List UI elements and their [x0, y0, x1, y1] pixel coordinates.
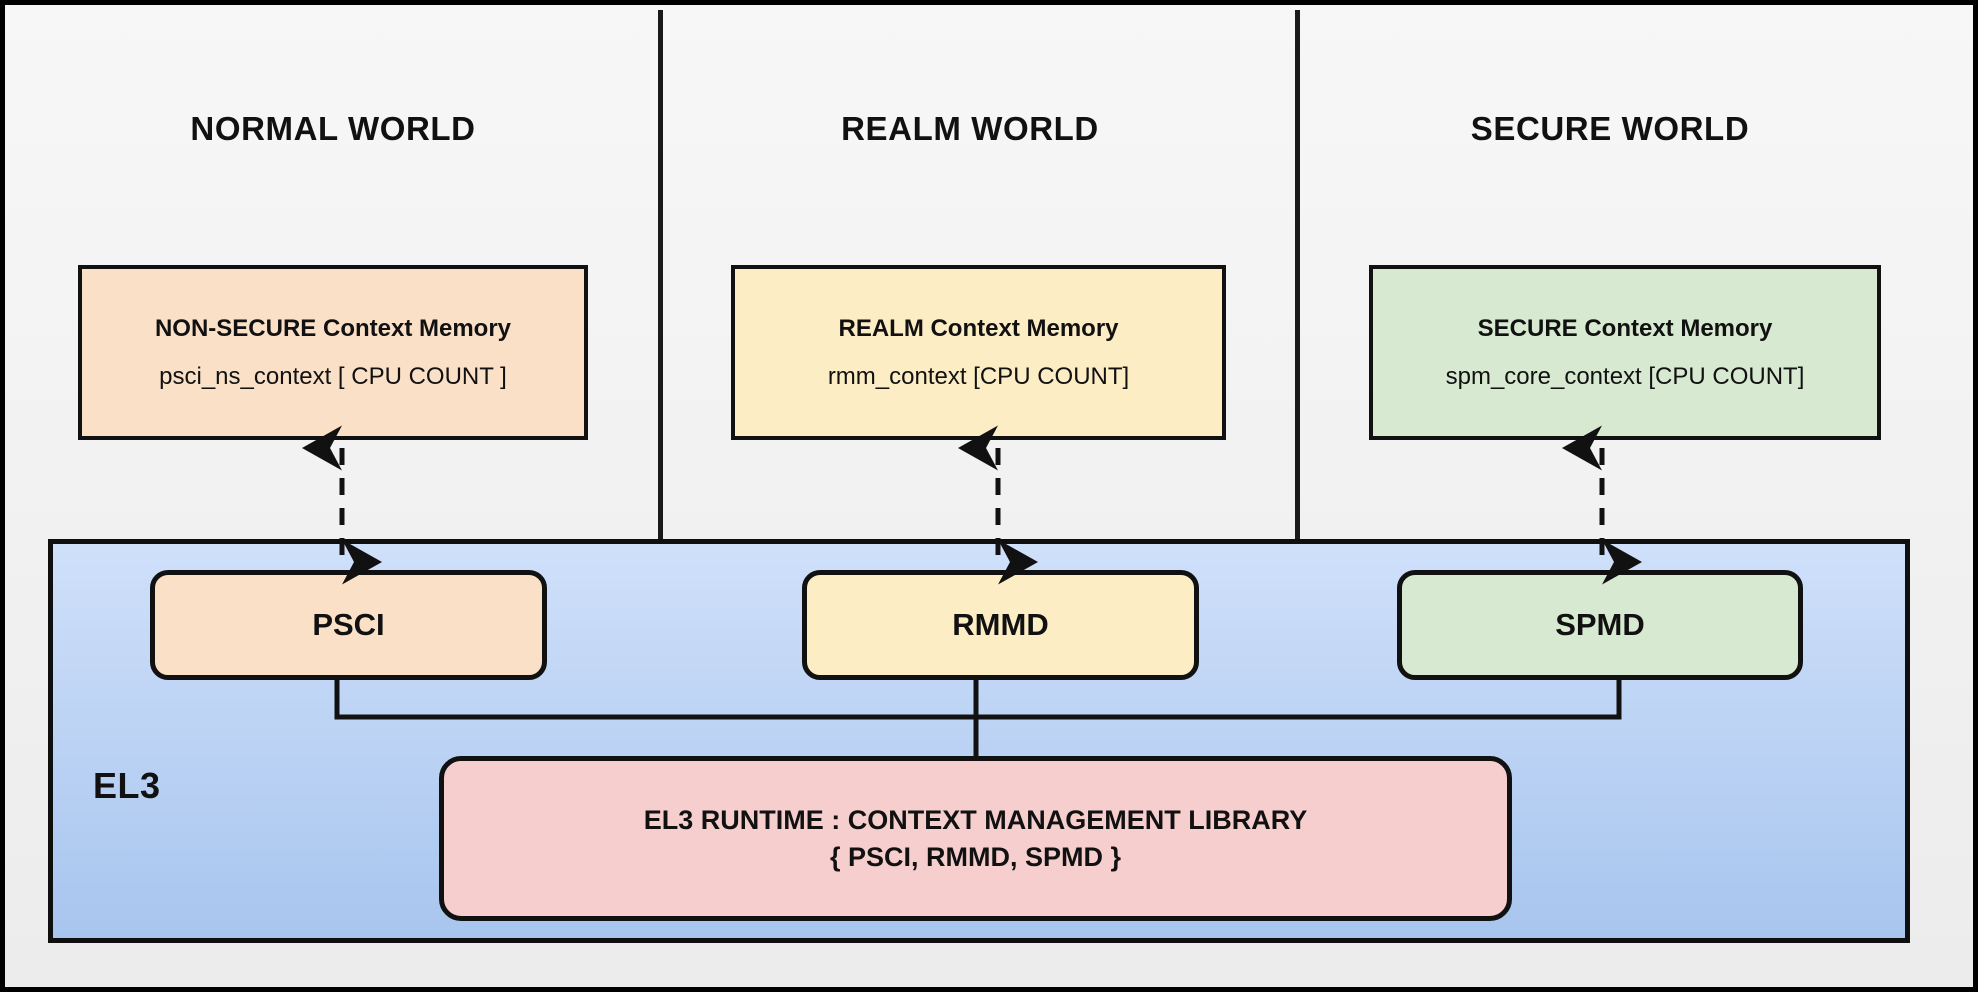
world-divider-realm-secure [1295, 10, 1300, 539]
context-memory-title-realm: REALM Context Memory [838, 314, 1119, 342]
world-title-realm: REALM WORLD [841, 110, 1099, 147]
world-divider-normal-realm [658, 10, 663, 539]
dispatcher-label-psci: PSCI [312, 607, 385, 642]
context-memory-subtitle-secure: spm_core_context [CPU COUNT] [1445, 362, 1805, 390]
runtime-library-line-1: EL3 RUNTIME : CONTEXT MANAGEMENT LIBRARY [643, 804, 1308, 835]
context-memory-title-non-secure: NON-SECURE Context Memory [154, 314, 512, 342]
dispatcher-label-rmmd: RMMD [952, 607, 1049, 642]
context-memory-box-secure[interactable]: SECURE Context Memory spm_core_context [… [1369, 265, 1881, 440]
context-memory-title-secure: SECURE Context Memory [1477, 314, 1773, 342]
dispatcher-box-rmmd[interactable]: RMMD [802, 570, 1199, 680]
dispatcher-label-spmd: SPMD [1555, 607, 1645, 642]
context-memory-subtitle-non-secure: psci_ns_context [ CPU COUNT ] [159, 362, 507, 390]
el3-label: EL3 [93, 765, 161, 806]
el3-runtime-library-box[interactable]: EL3 RUNTIME : CONTEXT MANAGEMENT LIBRARY… [439, 756, 1512, 921]
world-title-normal: NORMAL WORLD [190, 110, 476, 147]
context-memory-box-non-secure[interactable]: NON-SECURE Context Memory psci_ns_contex… [78, 265, 588, 440]
dispatcher-box-psci[interactable]: PSCI [150, 570, 547, 680]
context-memory-subtitle-realm: rmm_context [CPU COUNT] [827, 362, 1130, 390]
dispatcher-box-spmd[interactable]: SPMD [1397, 570, 1803, 680]
world-title-secure: SECURE WORLD [1470, 110, 1750, 147]
context-memory-box-realm[interactable]: REALM Context Memory rmm_context [CPU CO… [731, 265, 1226, 440]
runtime-library-line-2: { PSCI, RMMD, SPMD } [829, 841, 1122, 872]
